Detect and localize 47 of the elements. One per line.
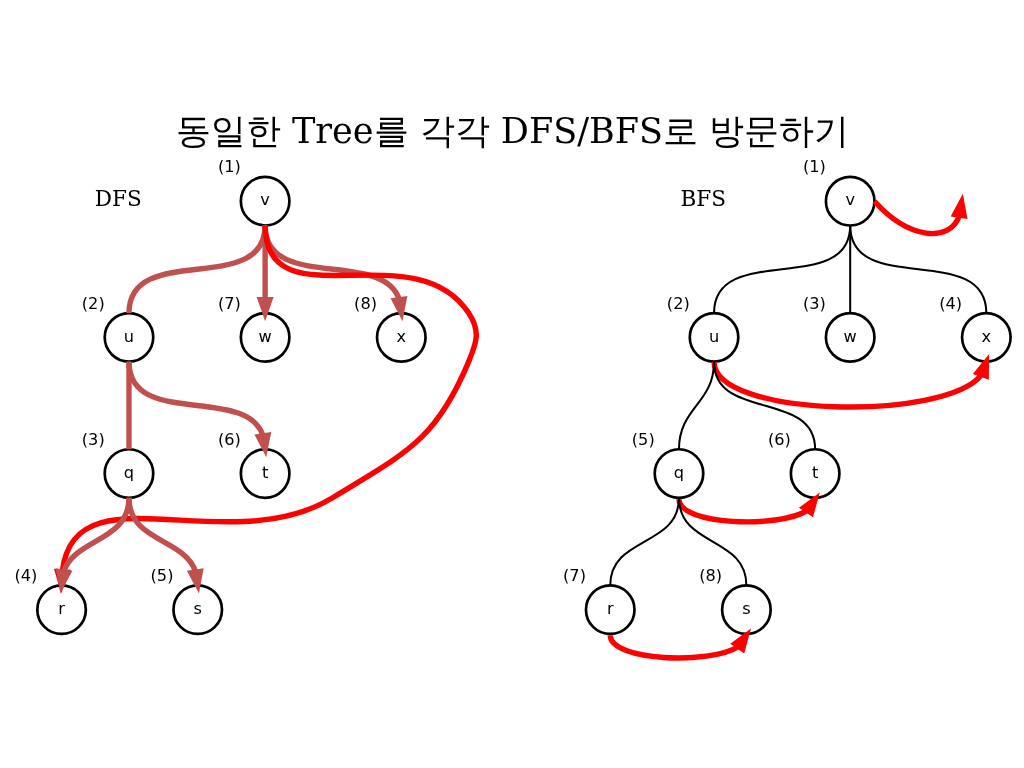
node-circle: t — [239, 447, 291, 500]
arrow — [261, 225, 407, 322]
node-label: (2) — [666, 293, 690, 313]
node-circle: x — [960, 311, 1012, 363]
node-circle: x — [375, 311, 427, 363]
node-label: (7) — [217, 293, 241, 313]
node-label: (6) — [767, 429, 791, 449]
node-label: (3) — [81, 429, 105, 449]
node-label: (3) — [802, 293, 826, 313]
node-label: (5) — [631, 429, 655, 449]
node-circle: u — [102, 311, 155, 363]
node-label: (1) — [802, 157, 826, 177]
node-circle: q — [652, 447, 705, 500]
node-circle: s — [720, 584, 772, 636]
node-label: (6) — [217, 429, 241, 449]
node-circle: u — [687, 311, 740, 363]
node-label: (4) — [13, 565, 37, 585]
arrow — [256, 225, 274, 322]
node-circle: v — [239, 175, 291, 227]
node-label: (2) — [81, 293, 105, 313]
arrow — [711, 353, 989, 410]
arrow — [607, 628, 751, 661]
arrow — [125, 497, 204, 594]
node-circle: q — [102, 447, 155, 500]
connector — [677, 497, 747, 586]
node-circle: s — [171, 584, 223, 636]
label: BFS — [679, 186, 726, 212]
node-circle: v — [824, 175, 876, 227]
arrow — [125, 361, 271, 458]
label: DFS — [94, 186, 142, 212]
arrow — [675, 492, 820, 525]
node-label: (4) — [938, 293, 962, 313]
node-label: (7) — [562, 565, 586, 585]
arrow — [872, 193, 967, 237]
node-label: (1) — [217, 157, 241, 177]
node-label: (8) — [698, 565, 722, 585]
node-circle: t — [789, 447, 841, 500]
node-circle: r — [584, 584, 636, 636]
node-circle: w — [824, 311, 876, 363]
node-label: (8) — [353, 293, 377, 313]
connector — [848, 225, 987, 314]
connector — [712, 361, 816, 450]
connector — [125, 225, 268, 314]
node-circle: r — [35, 584, 87, 636]
diagram-title: 동일한 Tree를 각각 DFS/BFS로 방문하기 — [175, 109, 849, 151]
node-label: (5) — [150, 565, 173, 585]
node-circle: w — [239, 311, 291, 363]
